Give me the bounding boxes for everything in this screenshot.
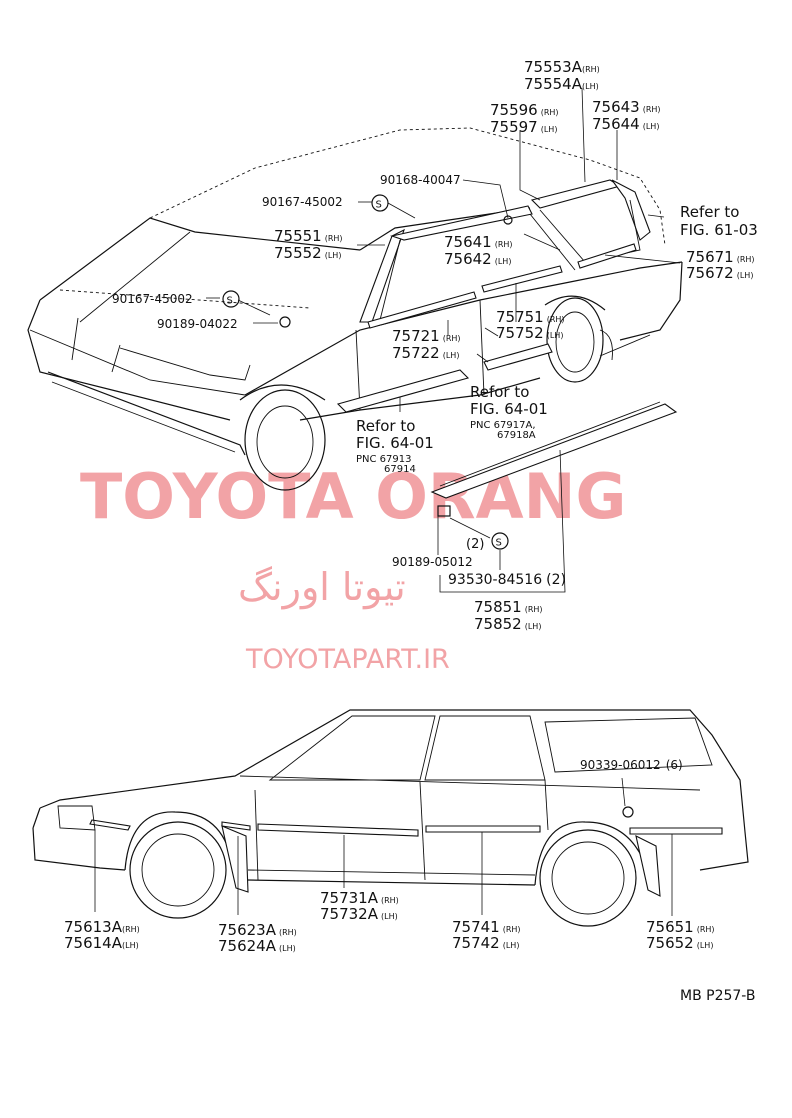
label-75651: 75651(RH) 75652(LH) (646, 918, 715, 952)
label-75551: 75551(RH) 75552(LH) (274, 227, 343, 262)
svg-text:Refor to: Refor to (470, 383, 529, 401)
svg-text:90167-45002: 90167-45002 (262, 195, 343, 209)
svg-text:PNC 67913: PNC 67913 (356, 454, 411, 465)
svg-text:S: S (496, 538, 502, 549)
watermark-brand: TOYOTA ORANG (80, 460, 626, 533)
svg-text:75641(RH): 75641(RH) (444, 233, 513, 251)
svg-text:75741(RH): 75741(RH) (452, 918, 521, 936)
svg-text:PNC 67917A,: PNC 67917A, (470, 420, 536, 431)
watermark-url: TOYOTAPART.IR (245, 644, 450, 675)
label-90167-hood: 90167-45002 (112, 292, 193, 306)
label-75623: 75623A(RH) 75624A(LH) (218, 921, 297, 955)
svg-text:75852(LH): 75852(LH) (474, 615, 541, 633)
svg-text:S: S (376, 200, 382, 211)
svg-text:FIG. 64-01: FIG. 64-01 (356, 434, 434, 452)
car-side-drawing (32, 709, 749, 927)
label-75721: 75721(RH) 75722(LH) (392, 327, 461, 362)
label-90189-rocker: 90189-05012 (392, 555, 473, 569)
svg-text:75623A(RH): 75623A(RH) (218, 921, 297, 939)
label-75751: 75751(RH) 75752(LH) (496, 308, 565, 342)
label-75643: 75643(RH) 75644(LH) (592, 98, 661, 133)
svg-text:75751(RH): 75751(RH) (496, 308, 565, 326)
label-ref-fig64-right: Refor to FIG. 64-01 PNC 67917A, 67918A (470, 383, 548, 441)
svg-text:FIG. 64-01: FIG. 64-01 (470, 400, 548, 418)
svg-text:90189-05012: 90189-05012 (392, 555, 473, 569)
svg-text:75651(RH): 75651(RH) (646, 918, 715, 936)
part-number: 75554A(LH) (524, 75, 599, 93)
label-75641: 75641(RH) 75642(LH) (444, 233, 513, 268)
label-clip-qty: (2) (466, 537, 484, 552)
svg-text:75742(LH): 75742(LH) (452, 934, 519, 952)
label-90339: 90339-06012(6) (580, 758, 683, 772)
svg-text:75721(RH): 75721(RH) (392, 327, 461, 345)
svg-text:93530-84516(2): 93530-84516(2) (448, 572, 566, 588)
svg-text:75643(RH): 75643(RH) (592, 98, 661, 116)
label-75613: 75613A(RH) 75614A(LH) (64, 918, 140, 952)
diagram-code: MB P257-B (680, 988, 755, 1004)
svg-text:75642(LH): 75642(LH) (444, 250, 511, 268)
svg-text:75752(LH): 75752(LH) (496, 324, 563, 342)
label-75553: 75553A(RH) 75554A(LH) (524, 58, 600, 93)
svg-text:(2): (2) (466, 537, 484, 552)
svg-text:75597(LH): 75597(LH) (490, 118, 557, 136)
svg-text:75671(RH): 75671(RH) (686, 248, 755, 266)
label-93530: 93530-84516(2) (448, 572, 566, 588)
svg-text:67914: 67914 (384, 464, 416, 475)
label-75596: 75596(RH) 75597(LH) (490, 101, 559, 136)
svg-text:75652(LH): 75652(LH) (646, 934, 713, 952)
svg-text:75732A(LH): 75732A(LH) (320, 905, 398, 923)
svg-text:75613A(RH): 75613A(RH) (64, 918, 140, 936)
label-75671: 75671(RH) 75672(LH) (686, 248, 755, 282)
label-75731: 75731A(RH) 75732A(LH) (320, 889, 399, 923)
svg-text:75851(RH): 75851(RH) (474, 598, 543, 616)
svg-text:S: S (227, 296, 233, 307)
svg-text:90339-06012(6): 90339-06012(6) (580, 758, 683, 772)
label-75741: 75741(RH) 75742(LH) (452, 918, 521, 952)
svg-text:75596(RH): 75596(RH) (490, 101, 559, 119)
svg-text:90167-45002: 90167-45002 (112, 292, 193, 306)
svg-text:90189-04022: 90189-04022 (157, 317, 238, 331)
svg-text:75624A(LH): 75624A(LH) (218, 937, 296, 955)
label-90168: 90168-40047 (380, 173, 461, 187)
watermark-brand-fa: تیوتا اورنگ (238, 565, 406, 610)
label-90167-top: 90167-45002 (262, 195, 343, 209)
leader-lines (94, 87, 681, 916)
svg-text:67918A: 67918A (497, 430, 536, 441)
svg-text:75552(LH): 75552(LH) (274, 244, 341, 262)
car-top-drawing (27, 127, 683, 517)
svg-text:75614A(LH): 75614A(LH) (64, 934, 139, 952)
label-90189-hood: 90189-04022 (157, 317, 238, 331)
svg-text:75722(LH): 75722(LH) (392, 344, 459, 362)
s-symbol-3: S (491, 532, 509, 550)
s-symbol-1: S (371, 194, 389, 212)
part-number: 75553A(RH) (524, 58, 600, 76)
label-ref-fig61: Refer to FIG. 61-03 (680, 203, 758, 239)
svg-text:75672(LH): 75672(LH) (686, 264, 753, 282)
svg-text:75644(LH): 75644(LH) (592, 115, 659, 133)
s-symbol-2: S (222, 290, 240, 308)
svg-text:Refor to: Refor to (356, 417, 415, 435)
label-ref-fig64-left: Refor to FIG. 64-01 PNC 67913 67914 (356, 417, 434, 475)
svg-text:75731A(RH): 75731A(RH) (320, 889, 399, 907)
svg-text:FIG. 61-03: FIG. 61-03 (680, 221, 758, 239)
svg-text:90168-40047: 90168-40047 (380, 173, 461, 187)
svg-text:Refer to: Refer to (680, 203, 739, 221)
svg-text:75551(RH): 75551(RH) (274, 227, 343, 245)
label-75851: 75851(RH) 75852(LH) (474, 598, 543, 633)
